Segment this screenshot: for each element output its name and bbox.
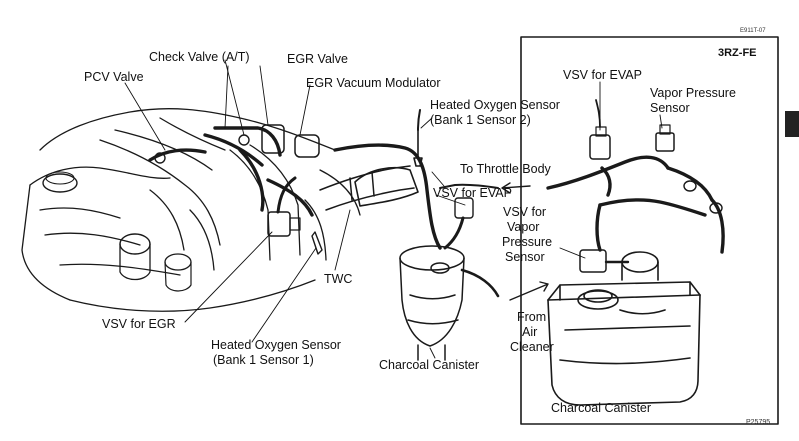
vsv-evap-inset-body bbox=[589, 134, 611, 160]
vsv-egr-connector bbox=[289, 217, 301, 231]
vsv-evap-main-hose bbox=[443, 216, 465, 250]
hose-joint-1 bbox=[683, 180, 697, 192]
label-vsv-for-egr: VSV for EGR bbox=[102, 317, 176, 331]
pcv-valve-body bbox=[154, 152, 166, 164]
label-vapor-pressure-sensor-line1: Vapor Pressure bbox=[650, 86, 736, 100]
vapor-pressure-sensor-connector bbox=[659, 124, 671, 135]
label-vsv-vapor-pressure-line3: Pressure bbox=[502, 235, 553, 249]
egr-valve-body bbox=[261, 124, 285, 154]
label-heated-o2-s1-line1: Heated Oxygen Sensor bbox=[211, 338, 341, 352]
to-throttle-body-arrow bbox=[501, 182, 531, 194]
from-air-cleaner-arrow bbox=[509, 281, 549, 301]
vsv-egr-hose bbox=[276, 176, 297, 214]
label-heated-o2-s2-line1: Heated Oxygen Sensor bbox=[430, 98, 560, 112]
reservoir-body-2 bbox=[164, 261, 192, 292]
leader-lines bbox=[124, 59, 663, 359]
label-vsv-for-evap-inset: VSV for EVAP bbox=[563, 68, 642, 82]
engine-block bbox=[21, 108, 361, 312]
hose-joint-2 bbox=[709, 202, 723, 214]
label-from-air-cleaner-line2: Air bbox=[522, 325, 538, 339]
vsv-vapor-pressure-body bbox=[579, 249, 607, 273]
label-vsv-vapor-pressure-line4: Sensor bbox=[505, 250, 545, 264]
o2-sensor-s2-wire bbox=[417, 109, 421, 131]
throttle-hose bbox=[439, 183, 499, 189]
label-twc: TWC bbox=[324, 272, 353, 286]
figure-code: E911T-07 bbox=[740, 28, 766, 34]
label-to-throttle-body: To Throttle Body bbox=[460, 162, 551, 176]
o2-sensor-s1 bbox=[311, 231, 323, 255]
label-from-air-cleaner-line3: Cleaner bbox=[510, 340, 554, 354]
label-egr-vacuum-modulator: EGR Vacuum Modulator bbox=[306, 76, 441, 90]
page-tab-marker bbox=[785, 111, 799, 137]
label-vsv-vapor-pressure-line2: Vapor bbox=[507, 220, 540, 234]
label-vapor-pressure-sensor-line2: Sensor bbox=[650, 101, 690, 115]
evap-main-hose bbox=[333, 143, 442, 250]
twc-body bbox=[354, 166, 419, 207]
label-vsv-for-evap-main: VSV for EVAP bbox=[433, 186, 512, 200]
charcoal-canister-inset-drawing bbox=[547, 251, 701, 406]
part-number: P25795 bbox=[746, 419, 771, 426]
vacuum-hoses-left bbox=[148, 126, 314, 217]
canister-hose-right bbox=[460, 268, 500, 298]
reservoir-body-1 bbox=[119, 243, 151, 281]
label-from-air-cleaner-line1: From bbox=[517, 310, 547, 324]
reservoir-cap-2 bbox=[164, 253, 192, 271]
inset-evap-hoses bbox=[546, 155, 725, 254]
inset-frame bbox=[520, 36, 779, 425]
label-charcoal-canister-inset: Charcoal Canister bbox=[551, 401, 652, 415]
vsv-evap-inset-wire bbox=[595, 99, 601, 128]
label-vsv-vapor-pressure-line1: VSV for bbox=[503, 205, 547, 219]
label-heated-o2-s2-line2: (Bank 1 Sensor 2) bbox=[430, 113, 531, 127]
label-egr-valve: EGR Valve bbox=[287, 52, 348, 66]
exhaust-pipe bbox=[319, 165, 415, 211]
inset-title: 3RZ-FE bbox=[718, 47, 757, 59]
label-charcoal-canister-main: Charcoal Canister bbox=[379, 358, 480, 372]
vsv-evap-inset-connector bbox=[595, 126, 607, 137]
vsv-evap-main-body bbox=[454, 197, 474, 219]
label-check-valve: Check Valve (A/T) bbox=[149, 50, 250, 64]
oil-filler-cap-rim bbox=[45, 171, 75, 185]
charcoal-canister-main-drawing bbox=[399, 245, 465, 361]
oil-filler-cap bbox=[42, 173, 78, 193]
egr-modulator-body bbox=[294, 134, 320, 158]
label-heated-o2-s1-line2: (Bank 1 Sensor 1) bbox=[213, 353, 314, 367]
vapor-pressure-sensor-body bbox=[655, 132, 675, 152]
check-valve-body bbox=[238, 134, 250, 146]
label-pcv-valve: PCV Valve bbox=[84, 70, 144, 84]
